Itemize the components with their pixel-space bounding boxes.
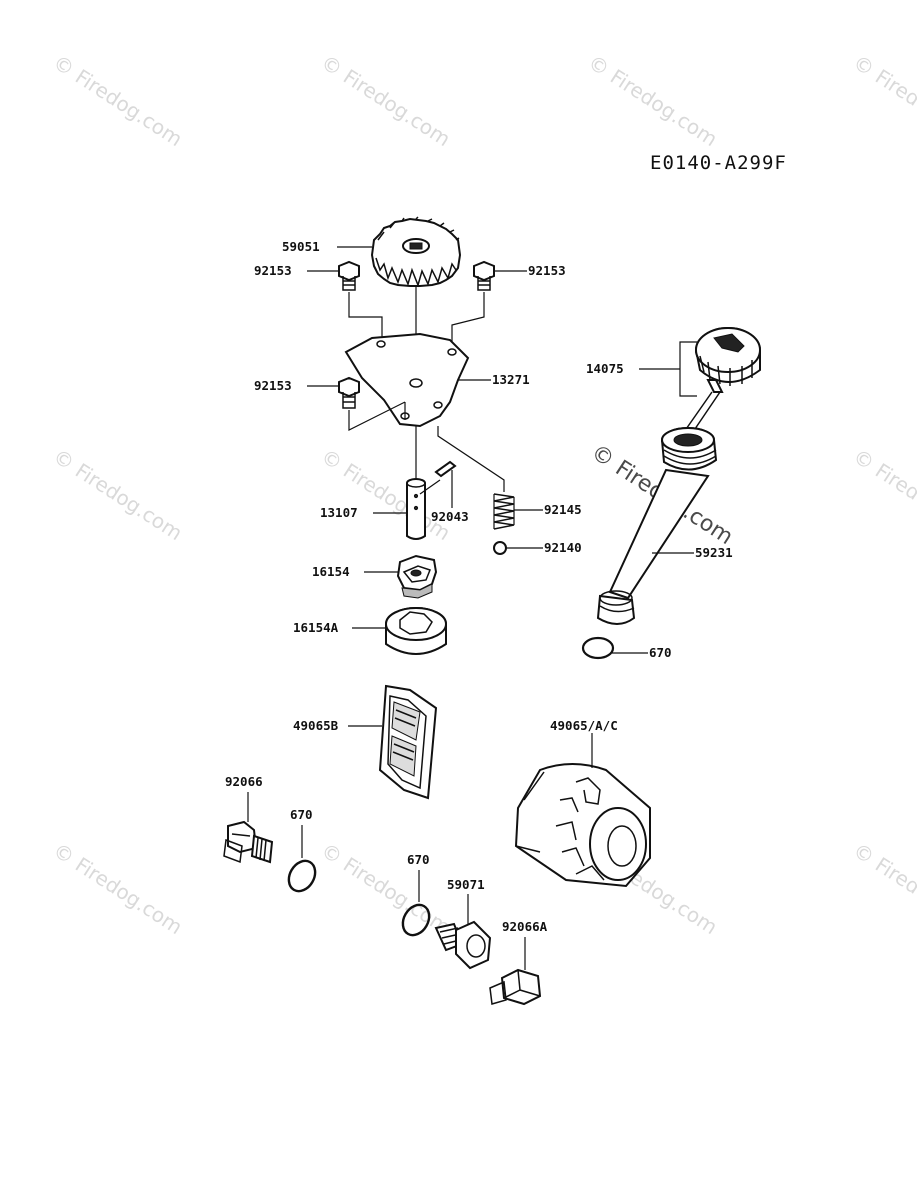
label-13271: 13271 <box>492 372 530 387</box>
label-49065AC: 49065/A/C <box>550 718 618 733</box>
gear-59051[interactable] <box>370 216 462 288</box>
label-16154: 16154 <box>312 564 350 579</box>
oring-670-left[interactable] <box>284 856 321 896</box>
strainer-49065B[interactable] <box>378 684 438 800</box>
plate-13271[interactable] <box>344 332 470 428</box>
label-59231: 59231 <box>695 545 733 560</box>
oring-670-mid[interactable] <box>398 900 435 940</box>
label-92066: 92066 <box>225 774 263 789</box>
plug-92066A[interactable] <box>489 968 542 1006</box>
label-92153-left-top: 92153 <box>254 263 292 278</box>
spring-92145[interactable] <box>493 493 515 530</box>
tube-59231[interactable] <box>596 427 718 625</box>
label-92145: 92145 <box>544 502 582 517</box>
label-59071: 59071 <box>447 877 485 892</box>
label-49065B: 49065B <box>293 718 339 733</box>
label-92043: 92043 <box>431 509 469 524</box>
outer-rotor-16154A[interactable] <box>385 607 447 655</box>
pin-92043[interactable] <box>434 460 457 478</box>
label-13107: 13107 <box>320 505 358 520</box>
label-59051: 59051 <box>282 239 320 254</box>
label-14075: 14075 <box>586 361 624 376</box>
label-92153-left-mid: 92153 <box>254 378 292 393</box>
label-92140: 92140 <box>544 540 582 555</box>
fitting-59071[interactable] <box>434 920 492 970</box>
label-670-right: 670 <box>649 645 672 660</box>
bolt-92153-mid[interactable] <box>338 376 360 409</box>
bolt-92153-right[interactable] <box>473 260 495 291</box>
oil-filter-49065[interactable] <box>514 763 651 888</box>
diagram-code: E0140-A299F <box>650 152 787 174</box>
label-92153-right-top: 92153 <box>528 263 566 278</box>
drain-plug-92066[interactable] <box>223 820 274 864</box>
rotor-16154[interactable] <box>396 554 438 599</box>
label-16154A: 16154A <box>293 620 339 635</box>
label-670-mid: 670 <box>407 852 430 867</box>
ball-92140[interactable] <box>493 541 507 555</box>
label-670-left: 670 <box>290 807 313 822</box>
label-92066A: 92066A <box>502 919 548 934</box>
dipstick-14075[interactable] <box>669 327 761 455</box>
oring-670-right[interactable] <box>581 636 615 660</box>
bolt-92153-left[interactable] <box>338 260 360 291</box>
shaft-13107[interactable] <box>406 478 426 540</box>
